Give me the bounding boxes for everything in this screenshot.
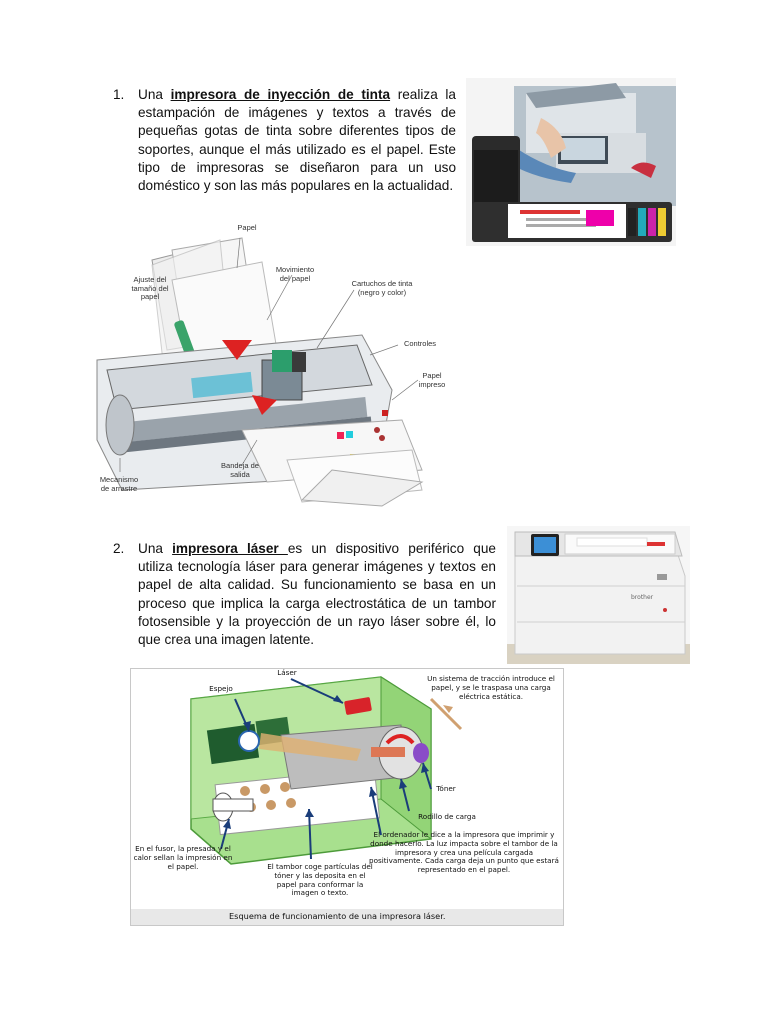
paragraph-laser-pre: Una [138,541,173,556]
label-toner: Tóner [436,784,456,793]
laser-printer-photo: brother [507,526,690,664]
list-number-1: 1. [113,87,125,102]
paragraph-laser: 2. Una impresora láser es un dispositivo… [113,540,496,649]
label-tambor: El tambor coge partículas del tóner y la… [267,862,373,898]
label-controles: Controles [403,339,437,348]
label-movimiento: Movimiento del papel [275,265,315,283]
label-mecanismo: Mecanismo de arrastre [99,475,139,493]
paragraph-inkjet-text: realiza la estampación de imágenes y tex… [138,87,456,194]
label-bandeja: Bandeja de salida [221,461,259,479]
paragraph-laser-text: es un dispositivo periférico que utiliza… [138,541,496,648]
inkjet-diagram: Papel Ajuste del tamaño del papel Movimi… [92,220,462,512]
label-rodillo: Rodillo de carga [418,812,476,821]
label-fusor: En el fusor, la presada y el calor sella… [133,844,233,871]
label-espejo: Espejo [209,684,233,693]
label-papel: Papel [237,223,257,232]
laser-diagram: Láser Espejo Un sistema de tracción intr… [130,668,564,926]
label-ordenador: El ordenador le dice a la impresora que … [369,830,559,875]
paragraph-inkjet-pre: Una [138,87,171,102]
label-cartuchos: Cartuchos de tinta (negro y color) [351,279,413,297]
label-ajuste: Ajuste del tamaño del papel [131,275,169,301]
laser-diagram-caption: Esquema de funcionamiento de una impreso… [229,911,446,921]
inkjet-term: impresora de inyección de tinta [170,87,391,102]
label-traccion: Un sistema de tracción introduce el pape… [427,674,555,701]
laser-term: impresora láser [172,541,288,556]
inkjet-photo [466,78,676,246]
list-number-2: 2. [113,541,125,556]
brand-logo: brother [631,594,654,601]
label-papel-impreso: Papel impreso [418,371,446,389]
label-laser: Láser [277,668,297,677]
paragraph-inkjet: 1. Una impresora de inyección de tinta r… [113,86,456,195]
